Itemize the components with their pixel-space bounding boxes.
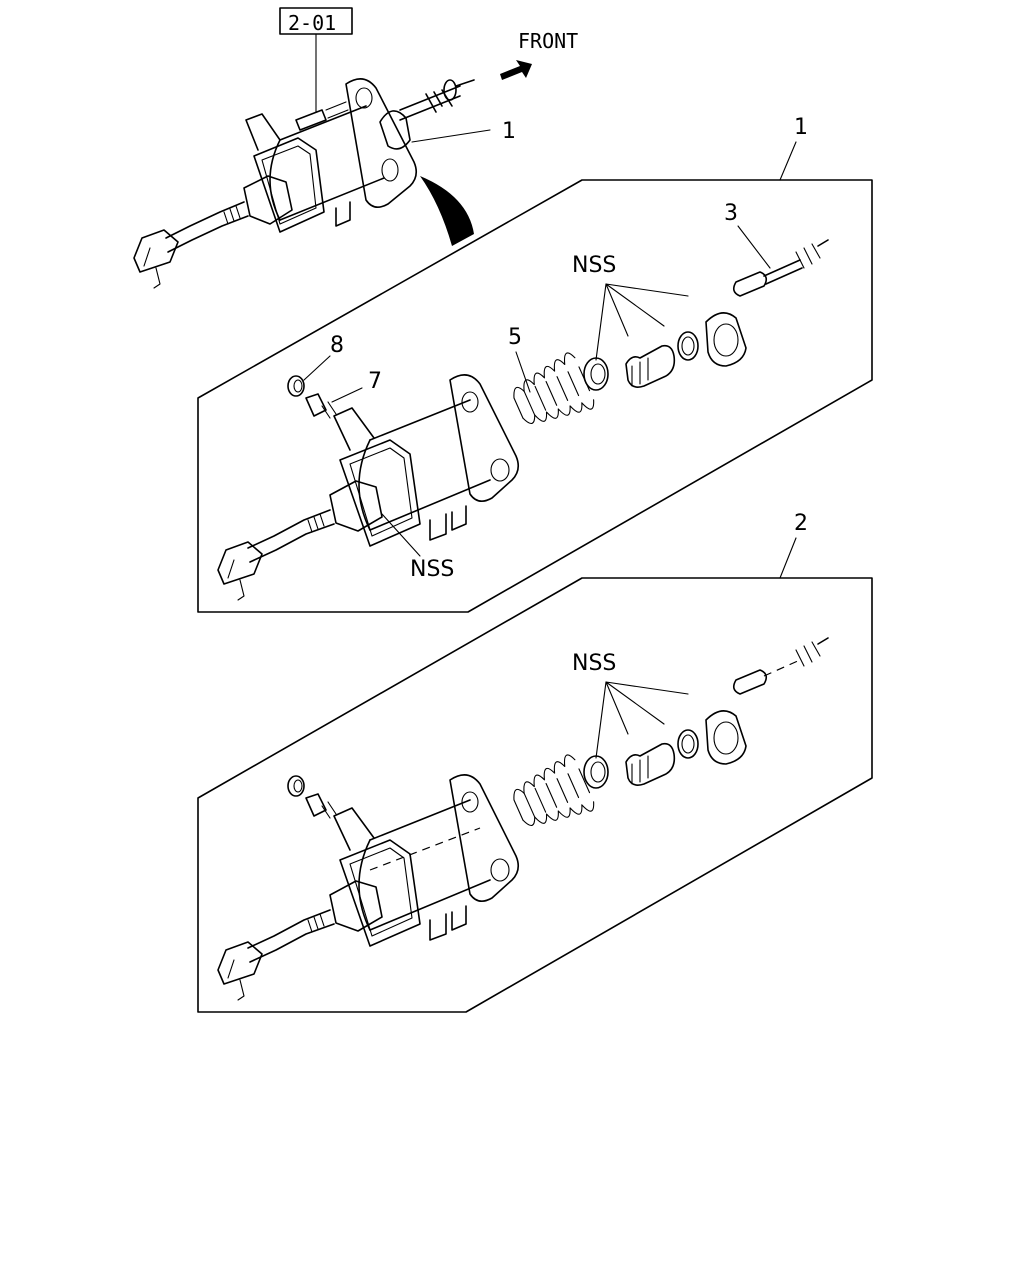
kit-1-seal-set[interactable]: [583, 312, 747, 391]
kit-1-callout: 1: [794, 115, 808, 140]
leader-part-5: [515, 351, 531, 393]
nss-leader-kit-1-body: [381, 513, 421, 557]
kit-2-cylinder-body[interactable]: [217, 774, 520, 1001]
kit-2-leader: [779, 537, 797, 579]
kit-2-frame: [197, 577, 873, 1013]
callout-part-5: 5: [508, 325, 522, 350]
kit-2-pushrod[interactable]: [732, 637, 829, 695]
front-arrow-icon: [500, 60, 532, 80]
kit-2-callout: 2: [794, 511, 808, 536]
callout-assembly: 1: [502, 119, 516, 144]
kit-1-pushrod[interactable]: [732, 239, 829, 297]
kit-2-seal-set[interactable]: [583, 710, 747, 789]
leader-part-8: [303, 355, 331, 381]
leader-part-7: [331, 387, 363, 403]
assembled-cylinder[interactable]: [133, 78, 475, 289]
kit-2-spring[interactable]: [505, 752, 598, 839]
leader-part-3: [737, 225, 771, 269]
reference-label: 2-01: [288, 11, 336, 35]
kit-2-bleeder-screw[interactable]: [305, 793, 337, 819]
kit-1-bleeder-cap[interactable]: [287, 375, 305, 397]
kit-2-bleeder-cap[interactable]: [287, 775, 305, 797]
nss-label-kit-2-seals: NSS: [572, 651, 616, 676]
kit-1-frame: [197, 179, 873, 613]
front-label: FRONT: [518, 29, 578, 53]
callout-leader-assembly: [411, 129, 491, 143]
callout-part-7: 7: [368, 369, 382, 394]
nss-label-kit-1-seals: NSS: [572, 253, 616, 278]
curved-arrow-icon: [420, 176, 474, 246]
kit-1-bleeder-screw[interactable]: [305, 393, 337, 419]
kit-1-leader: [779, 141, 797, 181]
nss-leaders-kit-1: [595, 283, 689, 361]
callout-part-3: 3: [724, 201, 738, 226]
nss-label-kit-1-body: NSS: [410, 557, 454, 582]
nss-leaders-kit-2: [595, 681, 689, 759]
kit-1-cylinder-body[interactable]: [217, 374, 520, 601]
callout-part-8: 8: [330, 333, 344, 358]
